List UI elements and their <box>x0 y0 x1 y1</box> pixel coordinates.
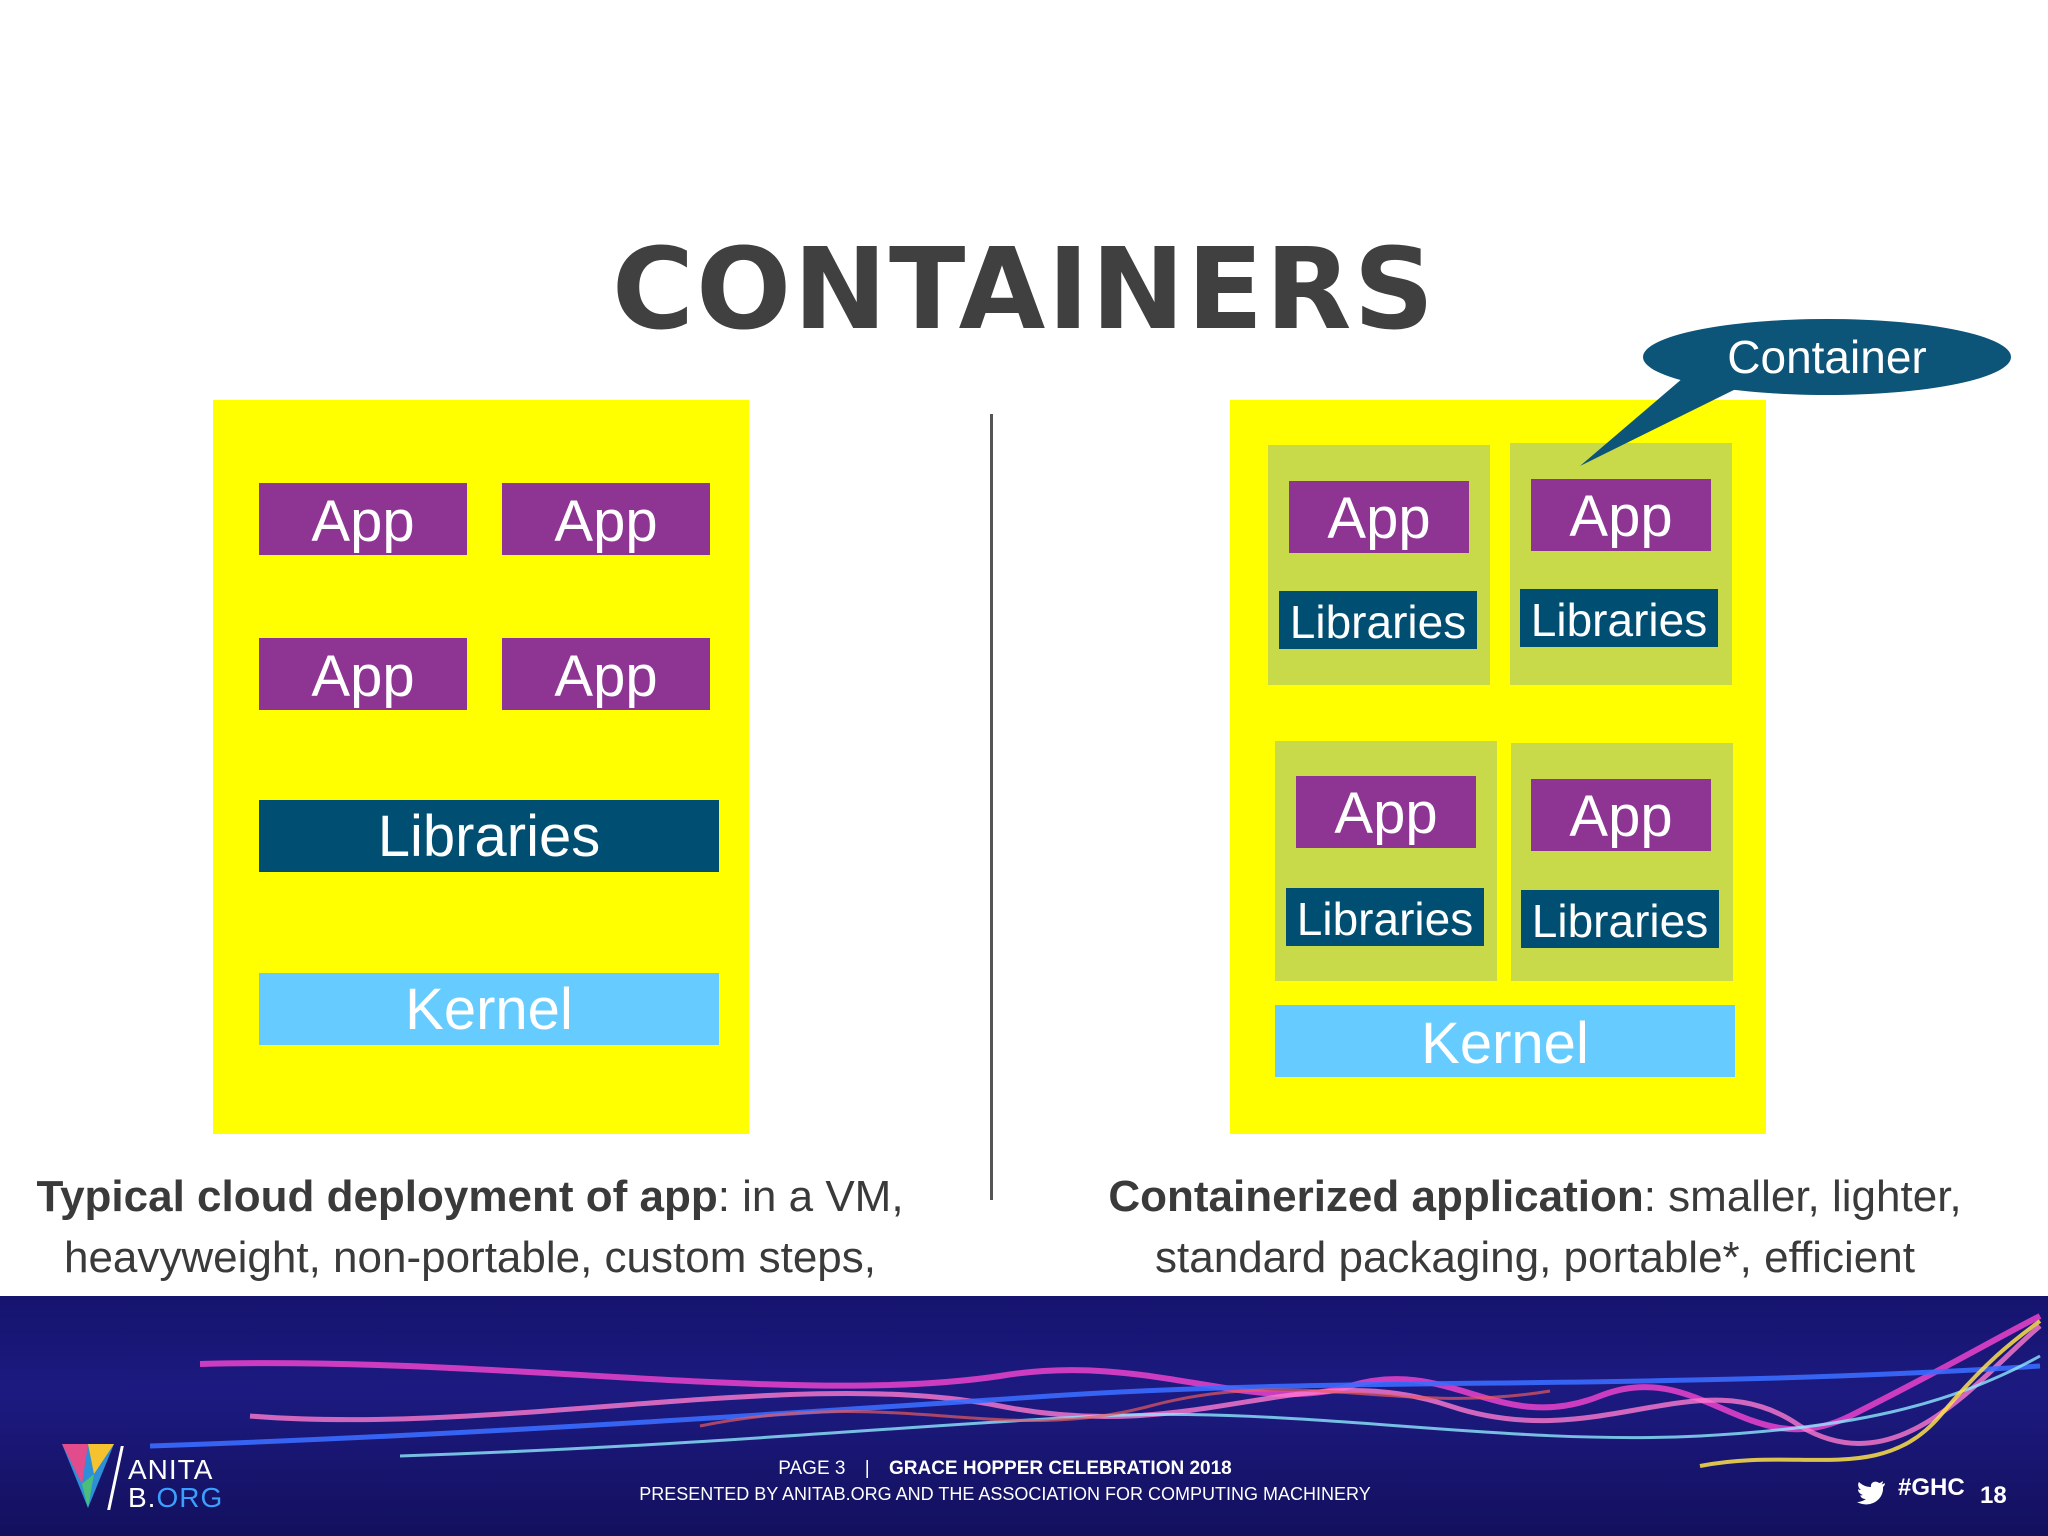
logo-text-line1: ANITA <box>128 1454 214 1485</box>
divider-line <box>990 414 993 1200</box>
right-caption-line2: standard packaging, portable*, efficient <box>1155 1233 1915 1282</box>
left-caption-rest: : in a VM, <box>717 1172 904 1221</box>
logo-text-line2: B.ORG <box>128 1482 223 1514</box>
app-block: App <box>1296 776 1476 848</box>
libraries-block: Libraries <box>1520 589 1718 647</box>
libraries-block: Libraries <box>1521 890 1719 948</box>
light-wave-decoration <box>149 1313 2042 1468</box>
logo-b: B. <box>128 1482 157 1513</box>
app-block: App <box>259 638 467 710</box>
left-caption-bold: Typical cloud deployment of app <box>36 1172 718 1221</box>
callout-pointer <box>1580 372 1750 466</box>
app-block: App <box>1531 479 1711 551</box>
left-caption: Typical cloud deployment of app: in a VM… <box>0 1166 940 1288</box>
event-name: GRACE HOPPER CELEBRATION 2018 <box>888 1458 1232 1479</box>
hashtag: #GHC <box>1898 1474 1965 1501</box>
page-label: PAGE 3 <box>778 1458 846 1479</box>
app-block: App <box>259 483 467 555</box>
right-caption-rest: : smaller, lighter, <box>1643 1172 1962 1221</box>
slide-title: CONTAINERS <box>611 225 1437 355</box>
left-caption-line2: heavyweight, non-portable, custom steps, <box>63 1233 876 1282</box>
container-callout: Container <box>1643 319 2011 395</box>
anitab-logo-icon <box>62 1444 114 1508</box>
libraries-block: Libraries <box>1279 591 1477 649</box>
footer-banner: ANITA B.ORG PAGE 3 | GRACE HOPPER CELEBR… <box>0 1296 2048 1536</box>
footer-line1: PAGE 3 | GRACE HOPPER CELEBRATION 2018 <box>0 1458 2010 1480</box>
presented-by: PRESENTED BY ANITAB.ORG AND THE ASSOCIAT… <box>639 1484 1371 1504</box>
libraries-block: Libraries <box>259 800 719 872</box>
app-block: App <box>502 638 710 710</box>
logo-org: ORG <box>156 1482 224 1513</box>
right-caption-bold: Containerized application <box>1108 1172 1644 1221</box>
twitter-icon <box>1857 1481 1885 1505</box>
libraries-block: Libraries <box>1286 888 1484 946</box>
app-block: App <box>1531 779 1711 851</box>
kernel-block: Kernel <box>259 973 719 1045</box>
app-block: App <box>1289 481 1469 553</box>
footer-separator: | <box>864 1458 870 1479</box>
slide-number: 18 <box>1980 1482 2007 1509</box>
kernel-block: Kernel <box>1275 1005 1735 1077</box>
app-block: App <box>502 483 710 555</box>
right-caption: Containerized application: smaller, ligh… <box>1070 1166 2000 1288</box>
